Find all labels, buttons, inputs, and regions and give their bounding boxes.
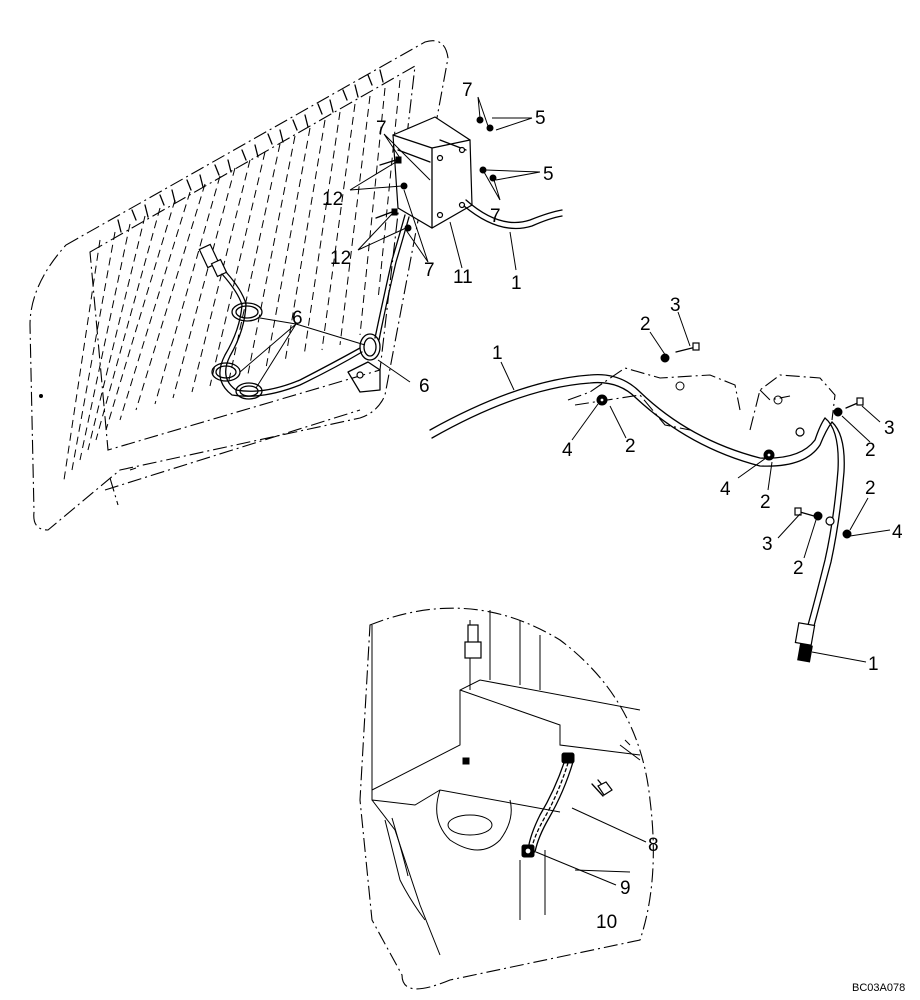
callout-3: 3 [762, 534, 773, 555]
callout-5: 5 [535, 108, 546, 129]
callout-4: 4 [720, 479, 731, 500]
frame-detail [359, 607, 654, 990]
callout-1: 1 [511, 273, 522, 294]
callout-3: 3 [884, 418, 895, 439]
callout-5: 5 [543, 164, 554, 185]
callout-10: 10 [596, 912, 617, 933]
callout-1: 1 [492, 343, 503, 364]
callout-4: 4 [892, 522, 903, 543]
main-harness [429, 342, 864, 663]
callout-2: 2 [865, 478, 876, 499]
panel-harness [198, 214, 410, 400]
callout-2: 2 [760, 492, 771, 513]
callout-labels: 7 5 7 5 12 7 12 7 11 1 6 6 1 2 3 4 2 4 2… [292, 80, 903, 933]
callout-7: 7 [376, 118, 387, 139]
callout-12: 12 [322, 189, 343, 210]
callout-2: 2 [625, 436, 636, 457]
callout-6: 6 [419, 376, 430, 397]
callout-3: 3 [670, 295, 681, 316]
grille-panel [29, 40, 449, 531]
callout-2: 2 [793, 558, 804, 579]
callout-7: 7 [424, 260, 435, 281]
callout-1: 1 [868, 654, 879, 675]
callout-11: 11 [453, 267, 473, 288]
callout-6: 6 [292, 308, 303, 329]
callout-2: 2 [640, 314, 651, 335]
callout-4: 4 [562, 440, 573, 461]
control-box [375, 116, 563, 232]
leader-lines [239, 96, 891, 886]
callout-8: 8 [648, 835, 659, 856]
callout-12: 12 [330, 248, 351, 269]
callout-2: 2 [865, 440, 876, 461]
callout-7: 7 [490, 206, 501, 227]
callout-9: 9 [620, 878, 631, 899]
diagram-code: BC03A078 [852, 982, 905, 994]
callout-7: 7 [462, 80, 473, 101]
